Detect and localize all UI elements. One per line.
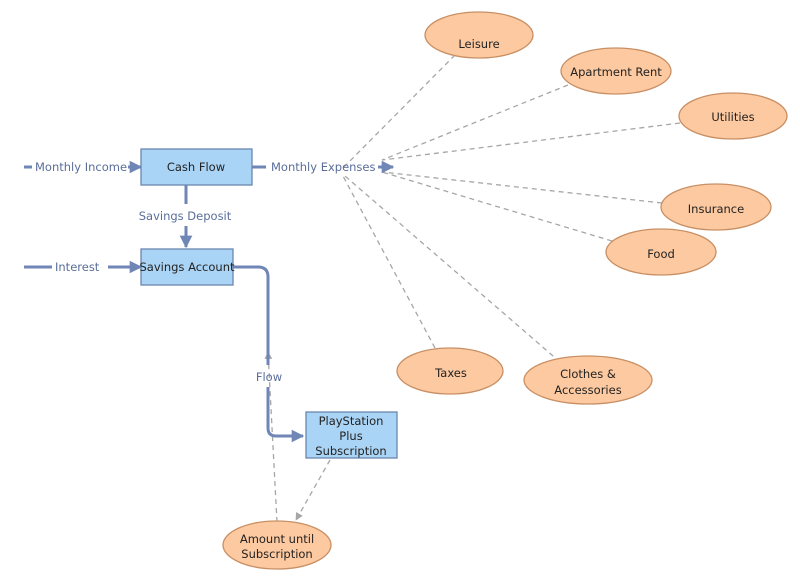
savings-deposit-label: Savings Deposit <box>139 209 232 223</box>
connector-leisure <box>342 54 456 169</box>
variable-taxes[interactable]: Taxes <box>396 347 504 395</box>
variable-leisure-label: Leisure <box>458 37 499 51</box>
stock-savings-account[interactable]: Savings Account <box>139 248 235 286</box>
variable-amount-until-subscription[interactable]: Amount until Subscription <box>222 520 332 570</box>
monthly-expenses-label: Monthly Expenses <box>271 160 376 174</box>
variable-leisure-shape <box>424 11 534 59</box>
stock-cash-flow-label: Cash Flow <box>167 160 225 174</box>
variable-taxes-label: Taxes <box>434 366 467 380</box>
variable-food-label: Food <box>647 247 675 261</box>
variable-insurance-label: Insurance <box>688 202 744 216</box>
variable-clothes-label-2: Accessories <box>554 383 621 397</box>
variable-clothes-shape <box>523 355 653 405</box>
variable-clothes-label-1: Clothes & <box>560 367 616 381</box>
variable-amount-label-2: Subscription <box>241 547 312 561</box>
stock-playstation-label-1: PlayStation <box>319 414 384 428</box>
stock-playstation-box <box>305 411 398 459</box>
variable-utilities-shape <box>678 92 788 140</box>
variable-food[interactable]: Food <box>605 228 717 276</box>
variable-insurance-shape <box>660 183 772 231</box>
stock-playstation-label-2: Plus <box>339 429 362 443</box>
variable-leisure[interactable]: Leisure <box>424 11 534 59</box>
variable-utilities-label: Utilities <box>711 110 754 124</box>
connector-clothes <box>344 175 561 363</box>
connector-playstation-to-amount <box>295 459 331 521</box>
stock-playstation-label-3: Subscription <box>315 444 386 458</box>
connector-apartment-rent <box>381 84 569 161</box>
expense-connectors <box>342 54 681 363</box>
variable-insurance[interactable]: Insurance <box>660 183 772 231</box>
connector-food <box>381 171 613 242</box>
monthly-income-label: Monthly Income <box>35 160 127 174</box>
connector-utilities <box>381 122 681 161</box>
stock-cash-flow-box <box>140 148 253 186</box>
stock-playstation-plus-subscription[interactable]: PlayStation Plus Subscription <box>305 411 398 459</box>
variable-taxes-shape <box>396 347 504 395</box>
variable-food-shape <box>605 228 717 276</box>
connector-taxes <box>342 175 436 349</box>
flow-lines <box>24 160 395 443</box>
variable-amount-shape <box>222 520 332 570</box>
stock-savings-account-box <box>140 248 234 286</box>
variable-apartment-rent-label: Apartment Rent <box>570 65 662 79</box>
variable-apartment-rent-shape <box>560 47 672 95</box>
variable-utilities[interactable]: Utilities <box>678 92 788 140</box>
variable-amount-label-1: Amount until <box>240 532 314 546</box>
connector-insurance <box>381 171 663 204</box>
flow-label: Flow <box>256 370 282 384</box>
stock-savings-account-label: Savings Account <box>139 260 235 274</box>
variable-clothes-accessories[interactable]: Clothes & Accessories <box>523 355 653 405</box>
savings-outflow-bottom <box>266 387 305 443</box>
interest-label: Interest <box>55 260 100 274</box>
stock-cash-flow[interactable]: Cash Flow <box>140 148 253 186</box>
savings-outflow-top <box>233 265 270 365</box>
variable-apartment-rent[interactable]: Apartment Rent <box>560 47 672 95</box>
